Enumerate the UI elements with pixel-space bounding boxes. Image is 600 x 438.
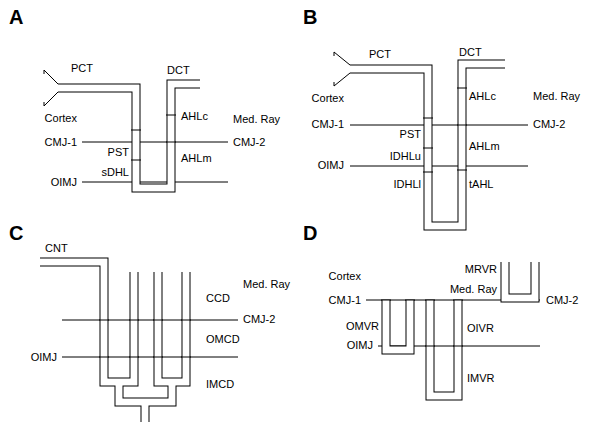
segment-label: Med. Ray [532,90,581,103]
panel-letter: B [302,6,318,28]
segment-label: AHLc [180,110,209,123]
segment-label: IMVR [466,372,496,385]
panel-letter: D [302,222,318,244]
segment-label: CMJ-1 [328,294,362,307]
segment-label: CMJ-2 [545,294,579,307]
segment-label: OMCD [205,333,241,346]
segment-label: CMJ-2 [232,136,266,149]
segment-label: PCT [368,48,392,61]
segment-label: CMJ-2 [532,118,566,131]
segment-label: Cortex [44,112,78,125]
segment-label: OIMJ [30,351,58,364]
segment-label: sDHL [100,166,130,179]
segment-label: OMVR [345,320,380,333]
segment-label: OIMJ [50,176,78,189]
segment-label: PST [107,146,130,159]
segment-label: AHLc [468,90,497,103]
segment-label: Cortex [311,92,345,105]
segment-label: DCT [166,64,191,77]
segment-label: Cortex [328,270,362,283]
segment-label: DCT [458,46,483,59]
segment-label: CMJ-2 [242,313,276,326]
segment-label: tAHL [468,178,494,191]
segment-label: IMCD [205,378,235,391]
segment-label: AHLm [180,152,213,165]
panel-letter: A [8,6,24,28]
segment-label: IDHLl [392,178,422,191]
segment-label: OIMJ [317,159,345,172]
segment-label: CCD [205,292,231,305]
segment-label: CMJ-1 [44,136,78,149]
segment-label: IDHLu [389,150,422,163]
segment-label: Med. Ray [449,283,498,296]
segment-label: Med. Ray [242,278,291,291]
segment-label: PCT [70,62,94,75]
segment-label: CMJ-1 [311,118,345,131]
segment-label: OIVR [466,322,495,335]
segment-label: Med. Ray [232,113,281,126]
segment-label: OIMJ [346,339,374,352]
panel-letter: C [8,222,24,244]
segment-label: MRVR [464,263,498,276]
segment-label: PST [399,128,422,141]
segment-label: AHLm [468,140,501,153]
segment-label: CNT [44,242,69,255]
